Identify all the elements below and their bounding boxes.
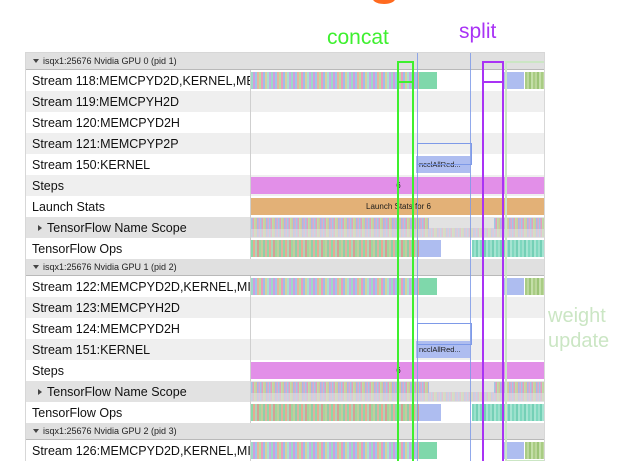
- chevron-down-icon[interactable]: [33, 429, 39, 433]
- row-label-text: Stream 121:MEMCPYP2P: [32, 136, 179, 151]
- timeline-row-label[interactable]: Stream 123:MEMCPYH2D: [26, 297, 251, 318]
- timeline-row-label[interactable]: TensorFlow Name Scope: [26, 217, 251, 238]
- group-header-row[interactable]: isqx1:25676 Nvidia GPU 0 (pid 1): [26, 53, 544, 70]
- marker-guideline: [502, 83, 504, 461]
- row-label-text: Stream 119:MEMCPYH2D: [32, 94, 180, 109]
- timeline-row-label[interactable]: Launch Stats: [26, 196, 251, 217]
- timeline-slice-group[interactable]: [251, 404, 419, 421]
- timeline-slice-group[interactable]: [494, 382, 544, 393]
- timeline-row[interactable]: Stream 118:MEMCPYD2D,KERNEL,ME: [26, 70, 544, 91]
- timeline-row[interactable]: TensorFlow Ops: [26, 402, 544, 423]
- timeline-row-label[interactable]: Stream 124:MEMCPYD2H: [26, 318, 251, 339]
- timeline-slice-group[interactable]: [525, 442, 544, 459]
- timeline-row[interactable]: Stream 120:MEMCPYD2H: [26, 112, 544, 133]
- annotation-concat: concat: [327, 26, 389, 49]
- timeline-row-label[interactable]: TensorFlow Name Scope: [26, 381, 251, 402]
- timeline-slice-group[interactable]: [504, 72, 524, 89]
- timeline-row-label[interactable]: Steps: [26, 360, 251, 381]
- nccl-highlight-box: [417, 323, 472, 345]
- nccl-allreduce-slice[interactable]: ncclAllRed...: [416, 341, 470, 358]
- timeline-row-label[interactable]: Stream 119:MEMCPYH2D: [26, 91, 251, 112]
- timeline-row[interactable]: TensorFlow Ops: [26, 238, 544, 259]
- group-header-row[interactable]: isqx1:25676 Nvidia GPU 2 (pid 3): [26, 423, 544, 440]
- timeline-row[interactable]: Stream 123:MEMCPYH2D: [26, 297, 544, 318]
- row-label-text: TensorFlow Name Scope: [47, 384, 187, 399]
- timeline-slice-group[interactable]: [504, 442, 524, 459]
- timeline-slice-group[interactable]: [494, 218, 544, 229]
- group-header-label: isqx1:25676 Nvidia GPU 0 (pid 1): [43, 56, 177, 66]
- annotation-split: split: [459, 20, 497, 43]
- group-header-label: isqx1:25676 Nvidia GPU 1 (pid 2): [43, 262, 177, 272]
- timeline-row[interactable]: Stream 122:MEMCPYD2D,KERNEL,MI: [26, 276, 544, 297]
- nccl-guideline: [470, 53, 471, 461]
- timeline-slice-group[interactable]: [251, 240, 419, 257]
- timeline-slice-group[interactable]: [472, 240, 544, 257]
- timeline-slice-group[interactable]: [251, 72, 419, 89]
- timeline-slice-group[interactable]: [251, 278, 419, 295]
- row-label-text: Stream 126:MEMCPYD2D,KERNEL,MI: [32, 443, 251, 458]
- row-label-text: Steps: [32, 363, 64, 378]
- marker-highlight-box: [505, 61, 544, 461]
- timeline-row-label[interactable]: Steps: [26, 175, 251, 196]
- orange-marker-icon: [373, 0, 395, 4]
- timeline-slice-group[interactable]: [472, 404, 544, 421]
- row-label-text: Steps: [32, 178, 64, 193]
- row-label-text: TensorFlow Name Scope: [47, 220, 187, 235]
- chevron-down-icon[interactable]: [33, 265, 39, 269]
- timeline-row[interactable]: Stream 126:MEMCPYD2D,KERNEL,MI: [26, 440, 544, 461]
- chevron-right-icon[interactable]: [38, 224, 42, 231]
- timeline-slice-group[interactable]: [419, 278, 437, 295]
- timeline-row[interactable]: TensorFlow Name Scope: [26, 217, 544, 238]
- row-label-text: Stream 123:MEMCPYH2D: [32, 300, 180, 315]
- timeline-slice-group[interactable]: [419, 72, 437, 89]
- row-label-text: Stream 122:MEMCPYD2D,KERNEL,MI: [32, 279, 251, 294]
- timeline-slice-group[interactable]: [251, 382, 429, 393]
- timeline-slice-group[interactable]: [525, 72, 544, 89]
- timeline-row-label[interactable]: Stream 151:KERNEL: [26, 339, 251, 360]
- nccl-guideline: [417, 53, 418, 461]
- timeline-row[interactable]: Stream 119:MEMCPYH2D: [26, 91, 544, 112]
- timeline-slice-group[interactable]: [504, 278, 524, 295]
- timeline-slice-group[interactable]: [251, 218, 429, 229]
- timeline-slice-group[interactable]: [419, 240, 441, 257]
- timeline-row-label[interactable]: Stream 122:MEMCPYD2D,KERNEL,MI: [26, 276, 251, 297]
- marker-highlight-box: [397, 61, 414, 83]
- marker-guideline: [482, 83, 484, 461]
- timeline-row-label[interactable]: Stream 126:MEMCPYD2D,KERNEL,MI: [26, 440, 251, 461]
- row-label-text: Stream 120:MEMCPYD2H: [32, 115, 180, 130]
- marker-highlight-box: [482, 61, 504, 83]
- timeline-row[interactable]: Steps6: [26, 175, 544, 196]
- row-label-text: Stream 150:KERNEL: [32, 157, 151, 172]
- timeline-row-label[interactable]: Stream 118:MEMCPYD2D,KERNEL,ME: [26, 70, 251, 91]
- timeline-row-label[interactable]: TensorFlow Ops: [26, 238, 251, 259]
- row-label-text: TensorFlow Ops: [32, 405, 123, 420]
- timeline-slice-group[interactable]: [419, 404, 441, 421]
- timeline-row-label[interactable]: Stream 150:KERNEL: [26, 154, 251, 175]
- row-label-text: Launch Stats: [32, 199, 105, 214]
- row-label-text: Stream 118:MEMCPYD2D,KERNEL,ME: [32, 73, 251, 88]
- marker-guideline: [397, 83, 399, 461]
- timeline-slice-group[interactable]: [251, 442, 419, 459]
- timeline-row-label[interactable]: Stream 121:MEMCPYP2P: [26, 133, 251, 154]
- timeline-row[interactable]: TensorFlow Name Scope: [26, 381, 544, 402]
- timeline-row-label[interactable]: TensorFlow Ops: [26, 402, 251, 423]
- row-label-text: Stream 124:MEMCPYD2H: [32, 321, 180, 336]
- timeline-row-label[interactable]: Stream 120:MEMCPYD2H: [26, 112, 251, 133]
- timeline-row[interactable]: Steps6: [26, 360, 544, 381]
- row-label-text: TensorFlow Ops: [32, 241, 123, 256]
- trace-viewer-panel[interactable]: isqx1:25676 Nvidia GPU 0 (pid 1) Stream 1…: [25, 52, 545, 461]
- chevron-right-icon[interactable]: [38, 388, 42, 395]
- chevron-down-icon[interactable]: [33, 59, 39, 63]
- group-header-label: isqx1:25676 Nvidia GPU 2 (pid 3): [43, 426, 177, 436]
- timeline-slice-group[interactable]: [525, 278, 544, 295]
- nccl-highlight-box: [417, 143, 472, 165]
- trace-rows-container: isqx1:25676 Nvidia GPU 0 (pid 1) Stream 1…: [26, 53, 544, 461]
- row-label-text: Stream 151:KERNEL: [32, 342, 151, 357]
- timeline-slice-group[interactable]: [419, 442, 437, 459]
- group-header-row[interactable]: isqx1:25676 Nvidia GPU 1 (pid 2): [26, 259, 544, 276]
- marker-guideline: [412, 83, 414, 461]
